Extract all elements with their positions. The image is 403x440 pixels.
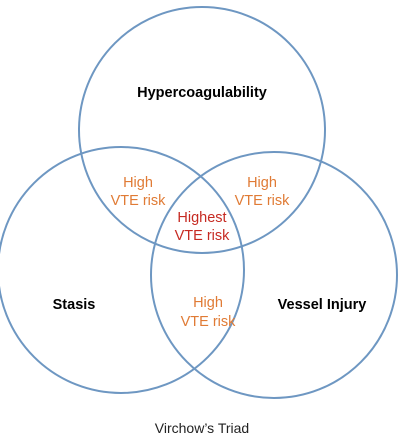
circle-hypercoagulability bbox=[78, 6, 326, 254]
overlap-label-hypercoagulability-vessel-line1: High bbox=[247, 175, 277, 191]
circle-vessel-injury bbox=[150, 151, 398, 399]
overlap-label-stasis-vessel-line2: VTE risk bbox=[181, 314, 237, 330]
set-label-stasis: Stasis bbox=[53, 297, 96, 313]
diagram-caption: Virchow’s Triad bbox=[155, 420, 249, 436]
overlap-label-stasis-vessel-line1: High bbox=[193, 295, 223, 311]
overlap-label-center-line1: Highest bbox=[177, 210, 226, 226]
overlap-label-stasis-hypercoagulability-line1: High bbox=[123, 175, 153, 191]
circle-stasis bbox=[0, 146, 245, 394]
overlap-label-stasis-hypercoagulability-line2: VTE risk bbox=[111, 193, 167, 209]
overlap-label-hypercoagulability-vessel-line2: VTE risk bbox=[235, 193, 291, 209]
set-label-vessel-injury: Vessel Injury bbox=[278, 297, 367, 313]
overlap-label-center-line2: VTE risk bbox=[175, 228, 231, 244]
set-label-hypercoagulability: Hypercoagulability bbox=[137, 85, 267, 101]
